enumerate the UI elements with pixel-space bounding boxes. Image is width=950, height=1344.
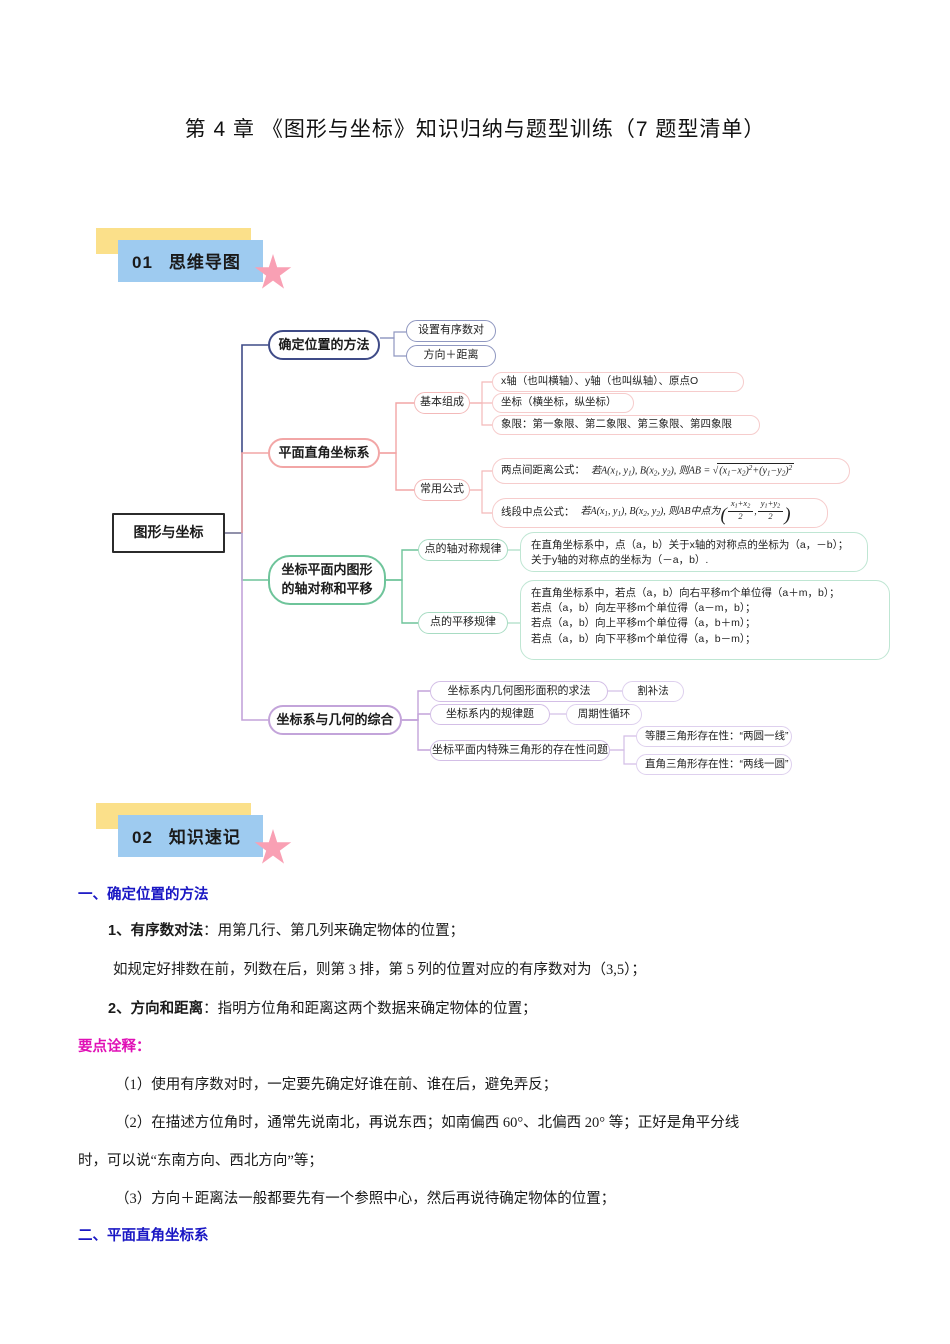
mindmap-sub-label: 坐标系内的规律题	[446, 707, 534, 720]
mindmap-branch-label-line1: 坐标平面内图形	[281, 562, 373, 578]
notes-point-2-line-2: 时，可以说“东南方向、西北方向”等；	[78, 1153, 323, 1169]
mindmap-leaf-coordinates[interactable]: 坐标（横坐标，纵坐标）	[492, 393, 634, 413]
mindmap-branch-locating-methods[interactable]: 确定位置的方法	[268, 330, 380, 360]
mindmap-branch-label: 坐标系与几何的综合	[276, 711, 394, 727]
mindmap-sub-triangle-existence[interactable]: 坐标平面内特殊三角形的存在性问题	[430, 740, 610, 761]
notes-key-points-heading: 要点诠释：	[78, 1039, 151, 1055]
translation-rule-line-1: 在直角坐标系中，若点（a，b）向右平移m个单位得（a＋m，b）；	[531, 587, 840, 599]
mindmap-sub-area-methods[interactable]: 坐标系内几何图形面积的求法	[430, 681, 608, 702]
distance-formula-math: 若A(x1, y1), B(x2, y2), 则AB = √(x1−x2)2+(…	[591, 463, 795, 478]
mindmap-sub-basic-components[interactable]: 基本组成	[414, 392, 470, 414]
mindmap-leaf-midpoint-formula[interactable]: 线段中点公式： 若A(x1, y1), B(x2, y2), 则AB中点为(x1…	[492, 498, 828, 528]
notes-item-2-text: ：指明方位角和距离这两个数据来确定物体的位置；	[203, 1001, 537, 1017]
badge-number-01: 01	[132, 253, 153, 272]
mindmap-connectors	[225, 331, 636, 765]
mindmap-leaf-label: 等腰三角形存在性：“两圆一线”	[645, 729, 789, 742]
mindmap-sub-pattern-problems[interactable]: 坐标系内的规律题	[430, 704, 550, 725]
mindmap-branch-geometry-integration[interactable]: 坐标系与几何的综合	[268, 705, 402, 735]
notes-heading-2: 二、平面直角坐标系	[78, 1228, 209, 1244]
page-title: 第 4 章 《图形与坐标》知识归纳与题型训练（7 题型清单）	[184, 118, 766, 141]
mindmap-branch-label-line2: 的轴对称和平移	[281, 581, 373, 596]
mindmap-sub-label: 坐标平面内特殊三角形的存在性问题	[432, 743, 608, 756]
mindmap-leaf-label: 割补法	[637, 684, 669, 697]
mindmap-leaf-label: x轴（也叫横轴）、y轴（也叫纵轴）、原点O	[501, 375, 699, 388]
badge-label-02: 知识速记	[168, 828, 241, 847]
badge-text-01: 01 思维导图	[132, 248, 241, 273]
mindmap-leaf-axes[interactable]: x轴（也叫横轴）、y轴（也叫纵轴）、原点O	[492, 372, 744, 392]
mindmap-leaf-label: 线段中点公式：	[501, 506, 575, 519]
translation-rule-line-2: 若点（a，b）向左平移m个单位得（a－m，b）；	[531, 602, 756, 615]
mindmap-sub-label: 坐标系内几何图形面积的求法	[447, 684, 591, 697]
mindmap-sub-label: 设置有序数对	[418, 324, 484, 337]
symmetry-rule-line-1: 在直角坐标系中，点（a，b）关于x轴的对称点的坐标为（a，－b）；	[531, 539, 849, 551]
badge-number-02: 02	[132, 828, 153, 847]
mindmap-branch-symmetry-translation[interactable]: 坐标平面内图形 的轴对称和平移	[268, 555, 386, 605]
mindmap-root-label: 图形与坐标	[133, 524, 204, 541]
notes-item-1: 1、有序数对法：用第几行、第几列来确定物体的位置；	[108, 924, 464, 939]
mindmap-leaf-quadrants[interactable]: 象限：第一象限、第二象限、第三象限、第四象限	[492, 415, 760, 435]
symmetry-rule-line-2: 关于y轴的对称点的坐标为（－a，b）.	[531, 554, 709, 567]
section-badge-01: 01 思维导图	[88, 228, 308, 292]
notes-item-1-sub: 如规定好排数在前，列数在后，则第 3 排，第 5 列的位置对应的有序数对为（3,…	[113, 962, 646, 978]
section-badge-02: 02 知识速记	[88, 803, 308, 867]
mindmap-leaf-cut-fill-method[interactable]: 割补法	[622, 681, 684, 702]
mindmap-sub-common-formulas[interactable]: 常用公式	[414, 479, 470, 501]
mindmap-leaf-label: 坐标（横坐标，纵坐标）	[501, 396, 617, 409]
mindmap-branch-label: 确定位置的方法	[278, 336, 370, 352]
translation-rule-line-3: 若点（a，b）向上平移m个单位得（a，b＋m）；	[531, 617, 756, 630]
mindmap-leaf-translation-rules[interactable]: 在直角坐标系中，若点（a，b）向右平移m个单位得（a＋m，b）； 若点（a，b）…	[520, 580, 890, 660]
notes-item-2-label: 2、方向和距离	[108, 1001, 204, 1017]
mindmap-branch-label: 平面直角坐标系	[278, 444, 370, 460]
translation-rule-line-4: 若点（a，b）向下平移m个单位得（a，b－m）；	[531, 632, 756, 645]
badge-label-01: 思维导图	[168, 253, 241, 272]
badge-blue-block	[118, 815, 263, 857]
mindmap-sub-label: 点的轴对称规律	[424, 543, 502, 556]
mindmap-sub-direction-distance[interactable]: 方向＋距离	[406, 345, 496, 367]
badge-text-02: 02 知识速记	[132, 823, 241, 848]
mindmap-leaf-symmetry-rules[interactable]: 在直角坐标系中，点（a，b）关于x轴的对称点的坐标为（a，－b）； 关于y轴的对…	[520, 532, 868, 572]
mindmap-sub-ordered-pair[interactable]: 设置有序数对	[406, 320, 496, 342]
notes-point-3: （3）方向＋距离法一般都要先有一个参照中心，然后再说待确定物体的位置；	[115, 1191, 616, 1207]
mindmap-branch-cartesian-system[interactable]: 平面直角坐标系	[268, 438, 380, 468]
mindmap-leaf-right-triangle-existence[interactable]: 直角三角形存在性：“两线一圆”	[636, 754, 792, 775]
mindmap-sub-label: 基本组成	[420, 396, 464, 409]
notes-point-2-line-1: （2）在描述方位角时，通常先说南北，再说东西；如南偏西 60°、北偏西 20° …	[115, 1115, 740, 1131]
notes-point-1: （1）使用有序数对时，一定要先确定好谁在前、谁在后，避免弄反；	[115, 1077, 558, 1093]
mindmap-leaf-label: 周期性循环	[577, 707, 631, 720]
mindmap-leaf-distance-formula[interactable]: 两点间距离公式： 若A(x1, y1), B(x2, y2), 则AB = √(…	[492, 458, 850, 484]
mindmap-leaf-label: 直角三角形存在性：“两线一圆”	[645, 757, 789, 770]
mindmap-sub-label: 点的平移规律	[430, 616, 496, 629]
mindmap-sub-translation-rule[interactable]: 点的平移规律	[418, 612, 508, 634]
notes-heading-1: 一、确定位置的方法	[78, 887, 209, 903]
mindmap-leaf-label: 象限：第一象限、第二象限、第三象限、第四象限	[501, 418, 732, 431]
mindmap-leaf-isosceles-existence[interactable]: 等腰三角形存在性：“两圆一线”	[636, 726, 792, 747]
badge-blue-block	[118, 240, 263, 282]
notes-item-2: 2、方向和距离：指明方位角和距离这两个数据来确定物体的位置；	[108, 1002, 537, 1017]
mindmap-leaf-periodic-cycle[interactable]: 周期性循环	[566, 704, 642, 725]
mindmap-leaf-label: 两点间距离公式：	[501, 464, 585, 477]
notes-item-1-label: 1、有序数对法	[108, 923, 204, 939]
notes-item-1-text: ：用第几行、第几列来确定物体的位置；	[203, 923, 465, 939]
mindmap-sub-axis-symmetry-rule[interactable]: 点的轴对称规律	[418, 539, 508, 561]
mindmap-root-node[interactable]: 图形与坐标	[112, 513, 225, 553]
mindmap-sub-label: 常用公式	[420, 483, 464, 496]
mindmap: 图形与坐标 确定位置的方法 设置有序数对 方向＋距离 平面直角坐标系 基本组成 …	[0, 318, 950, 778]
mindmap-sub-label: 方向＋距离	[423, 349, 479, 362]
